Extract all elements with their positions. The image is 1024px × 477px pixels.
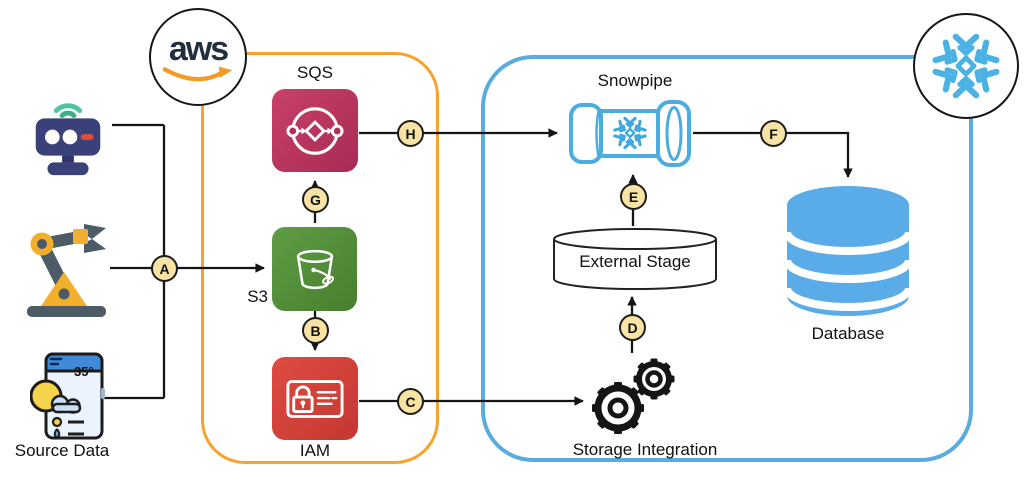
badge-b-letter: B [310,322,321,339]
sqs-label: SQS [297,63,333,82]
sqs-icon [272,89,358,172]
badge-c-letter: C [405,393,416,410]
badge-d: D [619,314,646,341]
snowflake-container [481,55,973,462]
badge-g: G [302,186,329,213]
aws-smile-icon [162,66,233,82]
badge-a: A [151,255,178,282]
iam-icon [272,357,358,440]
robot-arm-icon [22,222,114,323]
iot-device-icon [24,92,112,187]
storage-integration-icon [585,352,687,445]
badge-e-letter: E [628,188,639,205]
badge-h-letter: H [405,125,416,142]
storage-integration-label: Storage Integration [572,440,718,459]
s3-label: S3 [247,287,268,306]
snowpipe-label: Snowpipe [597,71,673,90]
s3-icon [272,227,357,311]
database-label: Database [811,324,885,343]
badge-a-letter: A [159,260,170,277]
database-icon [783,184,913,325]
iam-label: IAM [299,441,331,460]
badge-d-letter: D [627,319,638,336]
aws-container [201,52,439,464]
snowflake-icon [932,32,1000,100]
badge-b: B [302,317,329,344]
badge-c: C [397,388,424,415]
weather-app-icon: 35° [29,352,108,449]
badge-g-letter: G [310,191,321,208]
badge-f: F [760,120,787,147]
badge-e: E [620,183,647,210]
source-data-label: Source Data [14,441,110,460]
external-stage-icon [552,227,718,296]
external-stage-label: External Stage [579,252,691,271]
snowflake-logo-badge [913,13,1019,119]
snowpipe-icon [566,100,694,173]
badge-h: H [397,120,424,147]
weather-temp-label: 35° [74,364,94,379]
aws-logo-text: aws [168,30,229,68]
badge-f-letter: F [769,125,778,142]
aws-logo-badge: aws [149,8,247,106]
